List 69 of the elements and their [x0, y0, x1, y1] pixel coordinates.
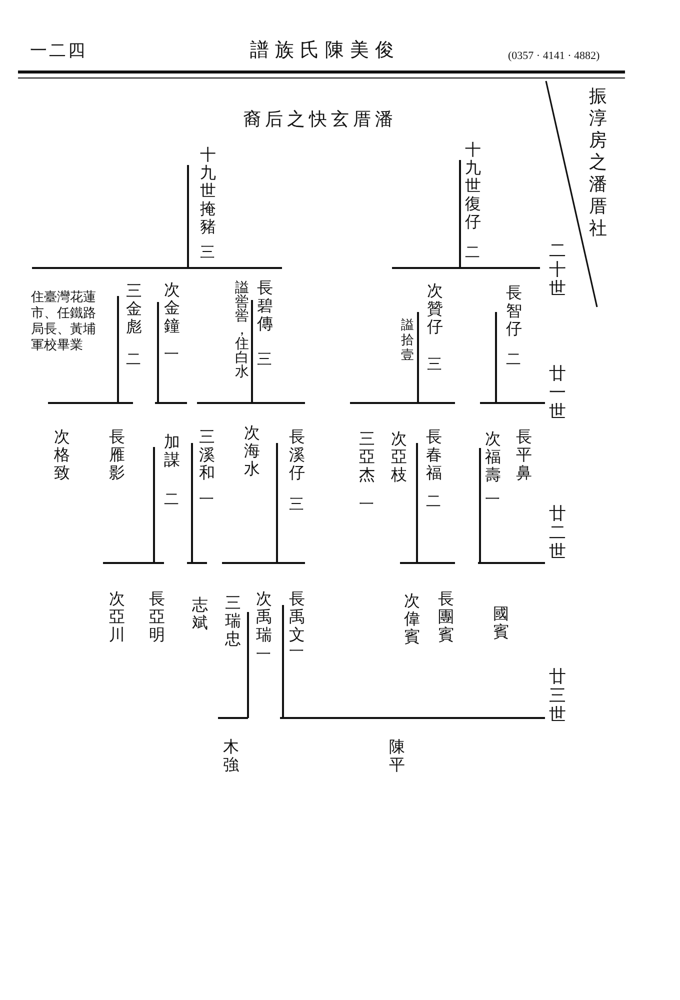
person-name: 加謀 [163, 433, 181, 469]
page-title: 譜族氏陳美俊 [250, 40, 400, 61]
person-name: 次贊仔 [426, 282, 444, 336]
person-name: 三瑞忠 [224, 594, 242, 648]
generation-label: 廿二世 [548, 505, 567, 562]
branch-line [217, 611, 249, 719]
son-count: 一 [198, 490, 215, 508]
person-name: 次禹瑞 [255, 590, 273, 644]
son-count: 三 [288, 495, 305, 513]
branch-line [399, 442, 418, 564]
person-name: 次格致 [53, 428, 71, 482]
page-number: 一二四 [30, 42, 87, 61]
person-name: 木強 [222, 738, 240, 774]
person-name: 十九世掩豬 [199, 146, 217, 236]
branch-line [459, 159, 541, 269]
person-name: 三亞杰 [358, 430, 376, 484]
person-name: 三金彪 [125, 282, 143, 336]
person-name: 次福壽 [484, 430, 502, 484]
person-name: 三溪和 [198, 428, 216, 482]
branch-line [221, 442, 278, 564]
branch-line [154, 301, 188, 404]
section-heading: 裔后之快玄厝潘 [243, 110, 397, 130]
son-count: 二 [125, 350, 142, 368]
son-count: 二 [163, 490, 180, 508]
person-name: 國賓 [492, 605, 510, 641]
son-count: 一 [358, 495, 375, 513]
person-name: 次亞川 [108, 590, 126, 644]
annotation-text: 住臺灣花蓮市、任鐵路局長、黃埔軍校畢業 [31, 290, 97, 354]
son-count: 一 [288, 642, 305, 660]
generation-label: 廿三世 [548, 668, 567, 725]
branch-name: 振淳房之潘厝社 [588, 86, 608, 240]
person-name: 長春福 [425, 428, 443, 482]
person-name: 長平鼻 [515, 428, 533, 482]
person-name: 志斌 [191, 596, 209, 632]
person-name: 長團賓 [437, 590, 455, 644]
person-name: 次海水 [243, 424, 261, 478]
generation-label: 廿一世 [548, 365, 567, 422]
phone-number: (0357 · 4141 · 4882) [508, 50, 600, 62]
annotation-text: 謚喾喾，住白水 [234, 281, 250, 379]
branch-line [31, 164, 189, 269]
branch-line [196, 299, 253, 404]
person-name: 長雁影 [108, 428, 126, 482]
son-count: 三 [256, 350, 273, 368]
son-count: 一 [255, 645, 272, 663]
son-count: 二 [425, 492, 442, 510]
person-name: 長禹文 [288, 590, 306, 644]
person-name: 長溪仔 [288, 428, 306, 482]
person-name: 十九世復仔 [464, 141, 482, 231]
generation-label: 二十世 [548, 242, 567, 299]
son-count: 三 [199, 243, 216, 261]
branch-line [186, 442, 208, 564]
person-name: 長智仔 [505, 284, 523, 338]
person-name: 次金鐘 [163, 281, 181, 335]
son-count: 三 [426, 355, 443, 373]
son-count: 二 [464, 243, 481, 261]
person-name: 長亞明 [148, 590, 166, 644]
person-name: 次亞枝 [390, 430, 408, 484]
son-count: 二 [505, 350, 522, 368]
son-count: 一 [163, 345, 180, 363]
branch-line [477, 447, 546, 564]
branch-line [279, 604, 546, 719]
annotation-text: 謚拾壹 [400, 318, 415, 363]
person-name: 次偉賓 [403, 592, 421, 646]
person-name: 長碧傳 [256, 279, 274, 333]
person-name: 陳平 [388, 738, 406, 774]
branch-line [417, 311, 456, 404]
son-count: 一 [484, 490, 501, 508]
branch-line [102, 446, 155, 564]
branch-line [47, 295, 119, 404]
